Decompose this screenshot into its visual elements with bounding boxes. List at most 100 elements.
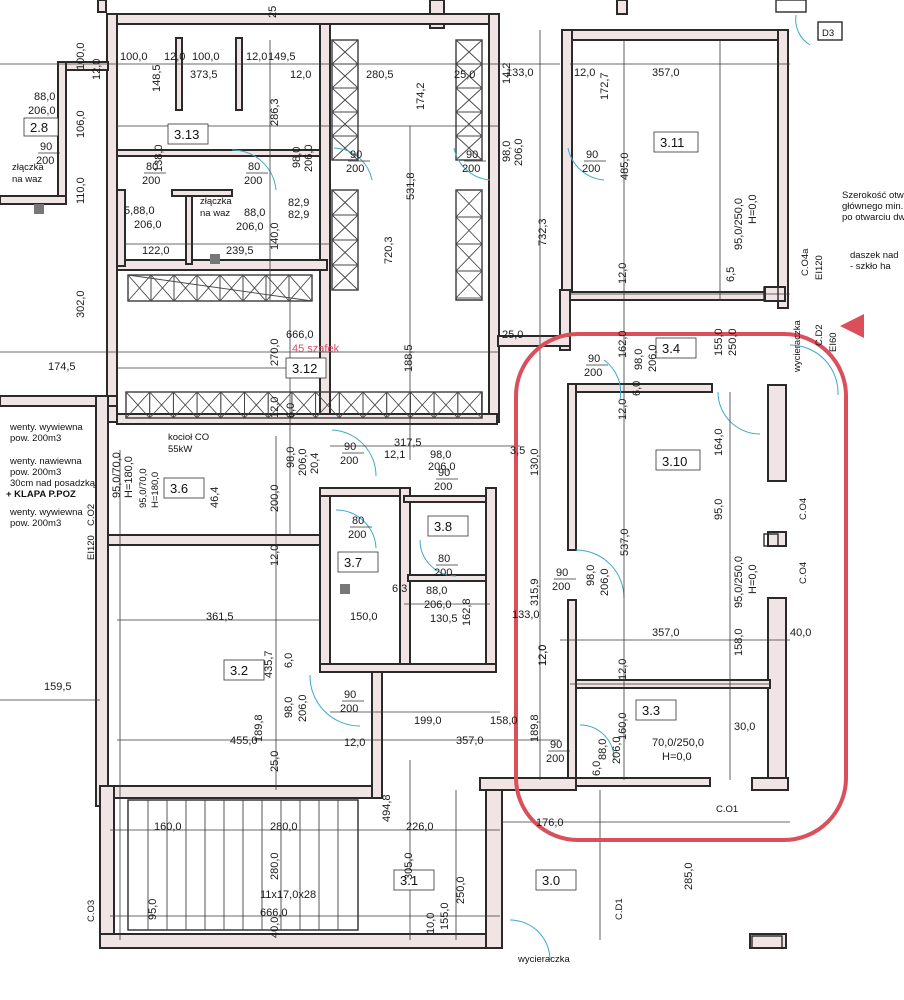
dim-label: 12,0 xyxy=(617,399,629,420)
dim-label: 88,0 xyxy=(244,207,265,219)
dim-label: 455,0 xyxy=(230,735,258,747)
locker-cell xyxy=(410,391,435,419)
dim-label: H=0,0 xyxy=(747,194,759,224)
locker-cell xyxy=(433,391,459,419)
dim-label: 6,0 xyxy=(631,381,643,396)
dim-label: 206,0 xyxy=(513,138,525,166)
dim-label: 206,0 xyxy=(424,599,452,611)
dim-label: 206,0 xyxy=(28,105,56,117)
dim-label: 302,0 xyxy=(75,290,87,318)
dim-label: 239,5 xyxy=(226,245,254,257)
tag-c04a: C.O4a xyxy=(800,248,811,276)
door-tag-height: 200 xyxy=(434,481,452,493)
door-tag-width: 90 xyxy=(344,441,356,453)
note-po-otwarciu: po otwarciu dw xyxy=(842,212,904,223)
door-tag-height: 200 xyxy=(340,703,358,715)
note-daszek: daszek nad xyxy=(850,250,899,261)
locker-cell xyxy=(127,274,152,302)
dim-label: 6,0 xyxy=(285,403,297,418)
dim-label: 250,0 xyxy=(727,328,739,356)
note-zlaczka: złączka xyxy=(12,162,44,173)
dim-label: 485,0 xyxy=(619,152,631,180)
dim-label: 14,2 xyxy=(501,63,513,84)
door-tag-height: 200 xyxy=(244,175,262,187)
dim-label: 206,0 xyxy=(599,568,611,596)
tag-d2: C.D2 xyxy=(814,324,825,346)
note-schody: 11x17,0x28 xyxy=(260,889,316,901)
door-tag-width: 90 xyxy=(550,739,562,751)
dim-label: 20,4 xyxy=(309,453,321,474)
locker-cell xyxy=(173,391,198,419)
dim-label: 160,0 xyxy=(154,821,182,833)
door-tag-height: 200 xyxy=(36,155,54,167)
note-szerokosc: Szerokość otw xyxy=(842,190,904,201)
door-tag-width: 80 xyxy=(146,161,158,173)
dim-label: 155,0 xyxy=(713,328,725,356)
dim-label: 286,3 xyxy=(269,98,281,126)
room-label-3-7: 3.7 xyxy=(344,555,362,570)
dim-label: 25,0 xyxy=(269,751,281,772)
room-label-3-2: 3.2 xyxy=(230,663,248,678)
dimension-labels: 100,0 12,0 100,0 12,0 149,5 12,0 280,5 2… xyxy=(28,6,811,938)
dim-label: 12,0 xyxy=(269,397,281,418)
note-ei120-left: EI120 xyxy=(86,535,97,560)
dim-label: 98,0 xyxy=(633,349,645,370)
dim-label: 140,0 xyxy=(269,222,281,250)
locker-cell xyxy=(125,391,151,419)
locker-cell xyxy=(331,214,359,241)
locker-cell xyxy=(331,87,359,113)
locker-cell xyxy=(331,39,359,65)
door-tag-width: 90 xyxy=(466,149,478,161)
dim-label: 46,4 xyxy=(209,487,221,508)
tag-d3: D3 xyxy=(822,28,834,39)
dim-label: 373,5 xyxy=(190,69,218,81)
dim-label: 155,0 xyxy=(439,902,451,930)
dim-label: 12,0 xyxy=(574,67,595,79)
dim-label: 40,0 xyxy=(790,627,811,639)
dim-label: 158,0 xyxy=(490,715,518,727)
note-szafek: 45 szafek xyxy=(292,343,340,355)
tag-c02: C.O2 xyxy=(86,504,97,526)
dim-label: 6,0 xyxy=(591,761,603,776)
room-label-3-1: 3.1 xyxy=(400,873,418,888)
dim-label: 666,0 xyxy=(286,329,314,341)
dim-label: 164,0 xyxy=(713,428,725,456)
locker-cell xyxy=(457,391,482,419)
dim-label: 199,0 xyxy=(414,715,442,727)
door-tag-height: 200 xyxy=(546,753,564,765)
dim-label: 160,0 xyxy=(617,712,629,740)
dim-label: 206,0 xyxy=(647,344,659,372)
tag-c03: C.O3 xyxy=(86,900,97,922)
dim-label: 88,0 xyxy=(34,91,55,103)
note-wycieraczka-top: wycieraczka xyxy=(792,320,803,373)
room-label-3-4: 3.4 xyxy=(662,341,680,356)
room-label-2-8: 2.8 xyxy=(30,120,48,135)
dim-label: 88,0 xyxy=(426,585,447,597)
dim-label: 100,0 xyxy=(75,42,87,70)
door-tag-width: 80 xyxy=(352,515,364,527)
dim-label: H=180,0 xyxy=(123,456,135,498)
locker-cell-outline xyxy=(331,264,359,291)
door-tag-width: 90 xyxy=(344,689,356,701)
dim-label: 720,3 xyxy=(383,236,395,264)
dim-label: 12,1 xyxy=(384,449,405,461)
dim-label: 25 xyxy=(267,6,279,18)
note-wycieraczka-bottom: wycieraczka xyxy=(517,954,570,965)
arrow-marker-icon xyxy=(840,314,864,338)
door-tag-width: 90 xyxy=(588,353,600,365)
dim-label: 162,8 xyxy=(461,598,473,626)
locker-cell-outline xyxy=(457,391,482,419)
dim-label: 95,0 xyxy=(147,899,159,920)
room-label-3-12: 3.12 xyxy=(292,361,317,376)
dim-label: 122,0 xyxy=(142,245,170,257)
lockers xyxy=(125,39,483,931)
dim-label: 12,0 xyxy=(269,545,281,566)
dim-label: 100,0 xyxy=(192,51,220,63)
dim-label: 133,0 xyxy=(512,609,540,621)
door-tag-width: 90 xyxy=(438,467,450,479)
dim-label: 361,5 xyxy=(206,611,234,623)
dim-label: 176,0 xyxy=(536,817,564,829)
dim-label: 159,5 xyxy=(44,681,72,693)
dim-label: 110,0 xyxy=(75,177,87,204)
locker-cell xyxy=(455,216,483,245)
